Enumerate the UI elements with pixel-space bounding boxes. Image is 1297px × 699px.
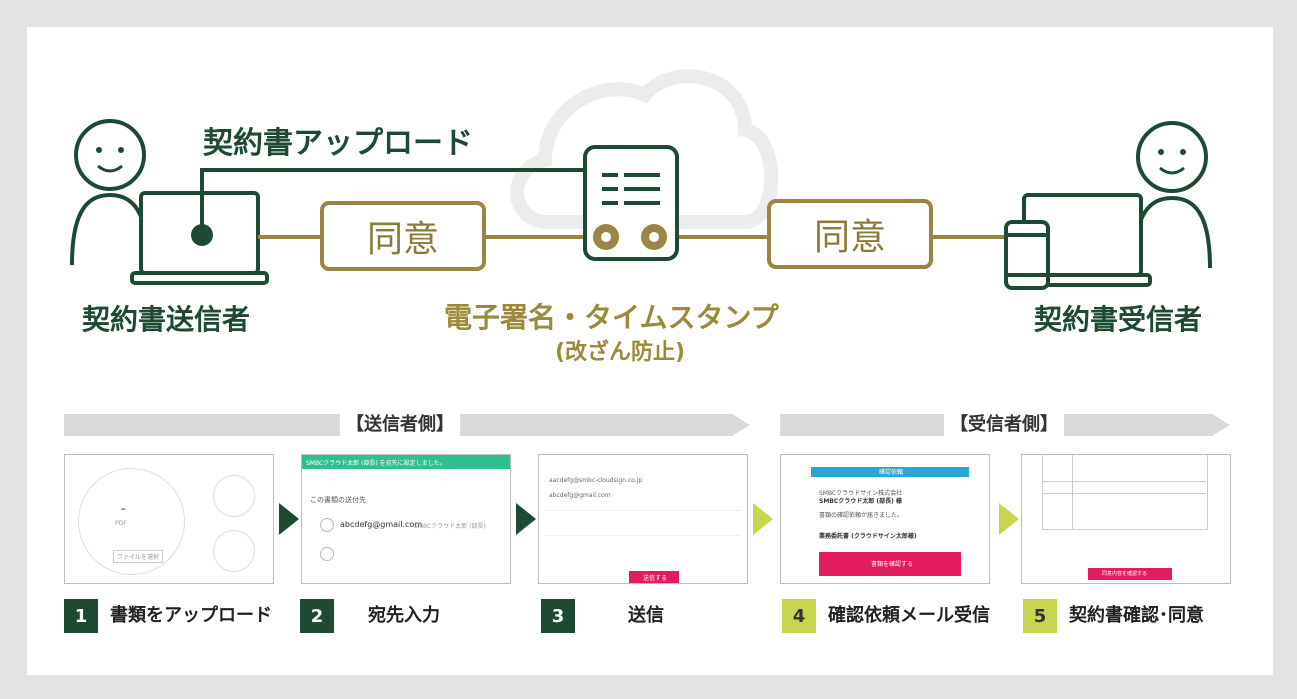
- recipient-heading: この書類の送付先: [310, 496, 366, 504]
- send-screen: aacdefg@smbc-cloudsign.co.jp abcdefg@gma…: [538, 454, 748, 584]
- smartphone-icon: [1004, 220, 1050, 290]
- email-body: 書類の確認依頼が届きました。: [819, 512, 904, 519]
- receiver-side-label: 【受信者側】: [944, 414, 1064, 436]
- step-arrow-4: [999, 503, 1019, 535]
- recipient-email: abcdefg@gmail.com: [340, 520, 423, 529]
- recipient-banner: SMBCクラウド太郎 (部長) を宛先に設定しました。: [306, 460, 446, 467]
- upload-pdf-text: PDF: [115, 520, 127, 527]
- email-header: 確認依頼: [879, 469, 904, 476]
- step-5-number: 5: [1023, 599, 1057, 633]
- step-4-number: 4: [782, 599, 816, 633]
- upload-screen: ☁ PDF ファイルを選択: [64, 454, 274, 584]
- step-3-label: 送信: [628, 605, 664, 626]
- step-1-number: 1: [64, 599, 98, 633]
- step-arrow-3: [753, 503, 773, 535]
- recipient-name: SMBCクラウド太郎 (部長): [414, 523, 486, 530]
- receiver-person-icon: [1132, 121, 1212, 269]
- email-person: SMBCクラウド太郎 (部長) 様: [819, 498, 902, 505]
- tamper-label: (改ざん防止): [555, 340, 686, 365]
- step-2-number: 2: [300, 599, 334, 633]
- receiver-band-tip: [1212, 414, 1230, 436]
- upload-cloud-icon: ☁: [120, 505, 126, 512]
- email-company: SMBCクラウドサイン株式会社: [819, 490, 903, 497]
- sender-side-label: 【送信者側】: [340, 414, 460, 436]
- flow-illustration: [70, 69, 1212, 290]
- contract-screen: 同意内容を確認する: [1021, 454, 1231, 584]
- send-email-1: aacdefg@smbc-cloudsign.co.jp: [549, 477, 643, 484]
- confirm-consent-button[interactable]: 同意内容を確認する: [1102, 571, 1148, 577]
- send-email-2: abcdefg@gmail.com: [549, 492, 611, 499]
- step-3-number: 3: [541, 599, 575, 633]
- sender-person-icon: [70, 119, 150, 266]
- send-button[interactable]: 送信する: [643, 575, 668, 582]
- upload-label: 契約書アップロード: [203, 126, 473, 161]
- check-document-button[interactable]: 書類を確認する: [871, 561, 914, 568]
- email-doc: 業務委託書 (クラウドサイン太郎様): [819, 533, 917, 540]
- receiver-label: 契約書受信者: [1034, 303, 1203, 336]
- sender-band-tip: [732, 414, 750, 436]
- signature-label: 電子署名・タイムスタンプ: [444, 301, 779, 334]
- agree-box-right: 同意: [767, 199, 933, 269]
- step-1-label: 書類をアップロード: [110, 605, 272, 626]
- agree-box-left: 同意: [320, 201, 486, 271]
- recipient-screen: SMBCクラウド太郎 (部長) を宛先に設定しました。 この書類の送付先 abc…: [301, 454, 511, 584]
- step-5-label: 契約書確認･同意: [1069, 605, 1204, 626]
- cloud-icon: [510, 69, 779, 229]
- step-4-label: 確認依頼メール受信: [828, 605, 990, 626]
- sender-label: 契約書送信者: [82, 303, 251, 336]
- step-2-label: 宛先入力: [368, 605, 440, 626]
- email-screen: 確認依頼 SMBCクラウドサイン株式会社 SMBCクラウド太郎 (部長) 様 書…: [780, 454, 990, 584]
- select-file-button[interactable]: ファイルを選択: [113, 550, 164, 563]
- step-arrow-2: [516, 503, 536, 535]
- step-arrow-1: [279, 503, 299, 535]
